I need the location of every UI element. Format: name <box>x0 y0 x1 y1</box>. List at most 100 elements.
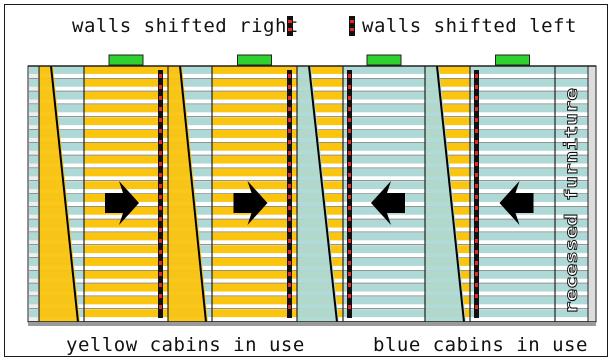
sliding-wall-mark <box>475 272 478 276</box>
recessed-furniture-label: recessed furniture <box>562 88 582 314</box>
sliding-wall-mark <box>348 85 351 89</box>
cabin-stripe-blue <box>343 219 425 228</box>
recessed-furniture-stripe <box>555 206 588 215</box>
sliding-wall-mark <box>348 118 351 122</box>
sliding-wall-mark <box>348 272 351 276</box>
cabin-stripe-narrow <box>297 91 343 100</box>
cabin-stripe-yellow <box>212 142 297 151</box>
end-wall-stripe <box>29 283 38 292</box>
sliding-wall-mark <box>348 184 351 188</box>
occupancy-indicator <box>366 54 402 66</box>
sliding-wall-mark <box>288 217 291 221</box>
cabin-stripe-narrow <box>168 117 212 126</box>
sliding-wall-mark <box>159 184 162 188</box>
sliding-wall-mark <box>475 118 478 122</box>
sliding-wall-mark <box>475 305 478 309</box>
sliding-wall-mark <box>159 250 162 254</box>
sliding-wall-mark <box>475 195 478 199</box>
wall-marker-icon <box>349 16 355 36</box>
cabin-stripe-yellow <box>84 78 168 87</box>
cabin-stripe-blue <box>343 168 425 177</box>
end-wall-stripe <box>29 245 38 254</box>
cabin-stripe-blue <box>343 142 425 151</box>
end-wall-stripe <box>29 155 38 164</box>
cabin-stripe-blue <box>470 181 555 190</box>
sliding-wall-mark <box>159 283 162 287</box>
cabin-stripe-narrow <box>39 130 84 138</box>
cabin-stripe-narrow <box>425 104 470 113</box>
cabin-stripe-yellow <box>84 219 168 228</box>
sliding-wall-mark <box>348 96 351 100</box>
cabin-stripe-yellow <box>84 117 168 126</box>
sliding-wall-mark <box>348 151 351 155</box>
sliding-wall-mark <box>475 250 478 254</box>
cabin-stripe-blue <box>470 66 555 74</box>
cabin-stripe-yellow <box>212 296 297 305</box>
cabin-stripe-yellow <box>84 258 168 266</box>
cabin-stripe-blue <box>470 155 555 164</box>
recessed-furniture-stripe <box>555 309 588 318</box>
sliding-wall-mark <box>159 162 162 166</box>
cabin-stripe-yellow <box>84 91 168 100</box>
recessed-furniture-stripe <box>555 91 588 100</box>
recessed-furniture-stripe <box>555 104 588 113</box>
sliding-wall-mark <box>348 129 351 133</box>
sliding-wall-mark <box>348 294 351 298</box>
sliding-wall-mark <box>159 305 162 309</box>
sliding-wall-mark <box>348 107 351 111</box>
sliding-wall-mark <box>288 250 291 254</box>
sliding-wall-mark <box>288 305 291 309</box>
sliding-wall-mark <box>159 85 162 89</box>
cabin-stripe-blue <box>470 309 555 318</box>
sliding-wall-mark <box>288 261 291 265</box>
cabin-stripe-blue <box>470 130 555 138</box>
cabin-stripe-yellow <box>84 142 168 151</box>
sliding-wall-mark <box>159 217 162 221</box>
cabin-stripe-blue <box>470 117 555 126</box>
sliding-wall-mark <box>159 96 162 100</box>
sliding-wall-mark <box>475 85 478 89</box>
cabin-stripe-yellow <box>84 104 168 113</box>
sliding-wall-mark <box>159 173 162 177</box>
folding-wall-area <box>425 66 466 322</box>
cabin-stripe-blue <box>343 245 425 254</box>
sliding-wall-mark <box>348 195 351 199</box>
cabin-stripe-blue <box>470 219 555 228</box>
recessed-furniture-stripe <box>555 296 588 305</box>
cabin-stripe-yellow <box>212 168 297 177</box>
cabin-stripe-narrow <box>168 104 212 113</box>
cabin-stripe-blue <box>343 78 425 87</box>
sliding-wall-mark <box>288 162 291 166</box>
sliding-wall-mark <box>159 129 162 133</box>
recessed-furniture-stripe <box>555 142 588 151</box>
sliding-wall-mark <box>348 305 351 309</box>
folding-wall-area <box>297 66 339 322</box>
sliding-wall-mark <box>159 74 162 78</box>
cabin-stripe-yellow <box>84 232 168 241</box>
cabin-stripe-narrow <box>297 117 343 126</box>
cabin-stripe-yellow <box>212 232 297 241</box>
sliding-wall-mark <box>288 228 291 232</box>
cabin-stripe-yellow <box>84 270 168 279</box>
cabin-stripe-blue <box>470 296 555 305</box>
folding-wall-line <box>179 65 207 323</box>
cabin-stripe-blue <box>470 78 555 87</box>
cabin-stripe-blue <box>470 270 555 279</box>
sliding-wall-mark <box>348 140 351 144</box>
folding-wall-area <box>39 66 80 322</box>
cabin-stripe-narrow <box>39 91 84 100</box>
sliding-wall-mark <box>288 151 291 155</box>
cabin-stripe-yellow <box>84 130 168 138</box>
cabin-stripe-blue <box>343 66 425 74</box>
cabin-stripe-narrow <box>425 117 470 126</box>
cabin-stripe-yellow <box>212 155 297 164</box>
cabin-stripe-narrow <box>168 91 212 100</box>
sliding-wall-mark <box>348 250 351 254</box>
cabin-stripe-narrow <box>39 78 84 87</box>
cabin-stripe-blue <box>470 283 555 292</box>
folding-wall-line <box>308 65 338 323</box>
sliding-wall-mark <box>288 85 291 89</box>
sliding-wall-mark <box>475 173 478 177</box>
cabin-stripe-blue <box>343 270 425 279</box>
